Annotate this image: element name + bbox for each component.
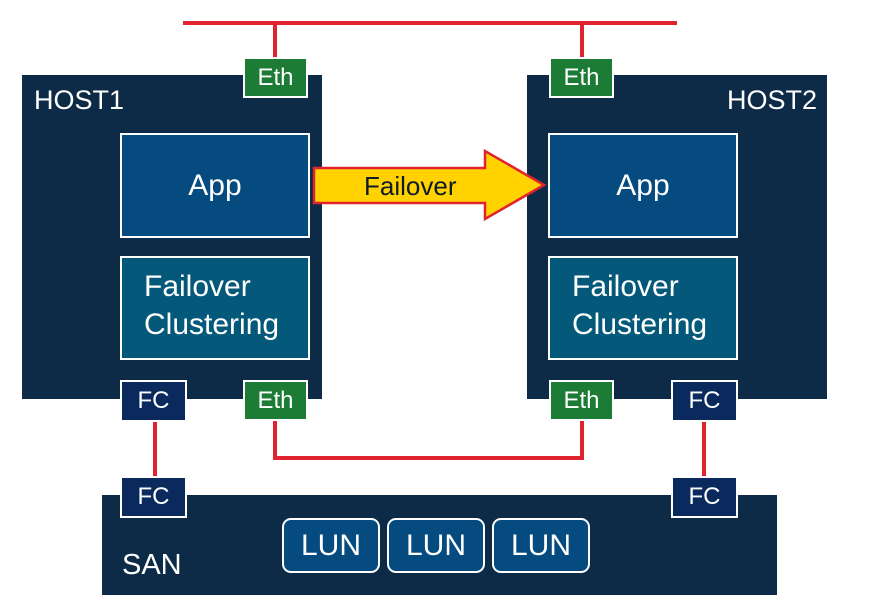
- failover-arrow-label: Failover: [364, 171, 457, 201]
- host1-cluster-line2: Clustering: [144, 308, 280, 341]
- san-fc-right: FC: [671, 476, 738, 518]
- host2-fc: FC: [671, 380, 738, 422]
- host2-title: HOST2: [726, 85, 817, 115]
- host1-title: HOST1: [34, 85, 125, 115]
- host2-eth-top: Eth: [549, 57, 614, 98]
- san-fc-left: FC: [120, 476, 187, 518]
- host1-eth-bottom: Eth: [243, 380, 308, 421]
- host1-eth-top: Eth: [243, 57, 308, 98]
- lun-1: LUN: [282, 518, 380, 573]
- heartbeat-link: [273, 420, 584, 460]
- host1-app: App: [120, 133, 310, 238]
- host1-failover-clustering: Failover Clustering: [120, 256, 310, 360]
- san-label: SAN: [122, 549, 182, 581]
- host1-fc: FC: [120, 380, 187, 422]
- host2-cluster-line1: Failover: [572, 270, 679, 303]
- host2-cluster-line2: Clustering: [572, 308, 708, 341]
- host1-cluster-line1: Failover: [144, 270, 251, 303]
- host2-app: App: [548, 133, 738, 238]
- host2-eth-bottom: Eth: [549, 380, 614, 421]
- lun-3: LUN: [492, 518, 590, 573]
- lun-2: LUN: [387, 518, 485, 573]
- host2-failover-clustering: Failover Clustering: [548, 256, 738, 360]
- failover-arrow-shape: [312, 148, 547, 222]
